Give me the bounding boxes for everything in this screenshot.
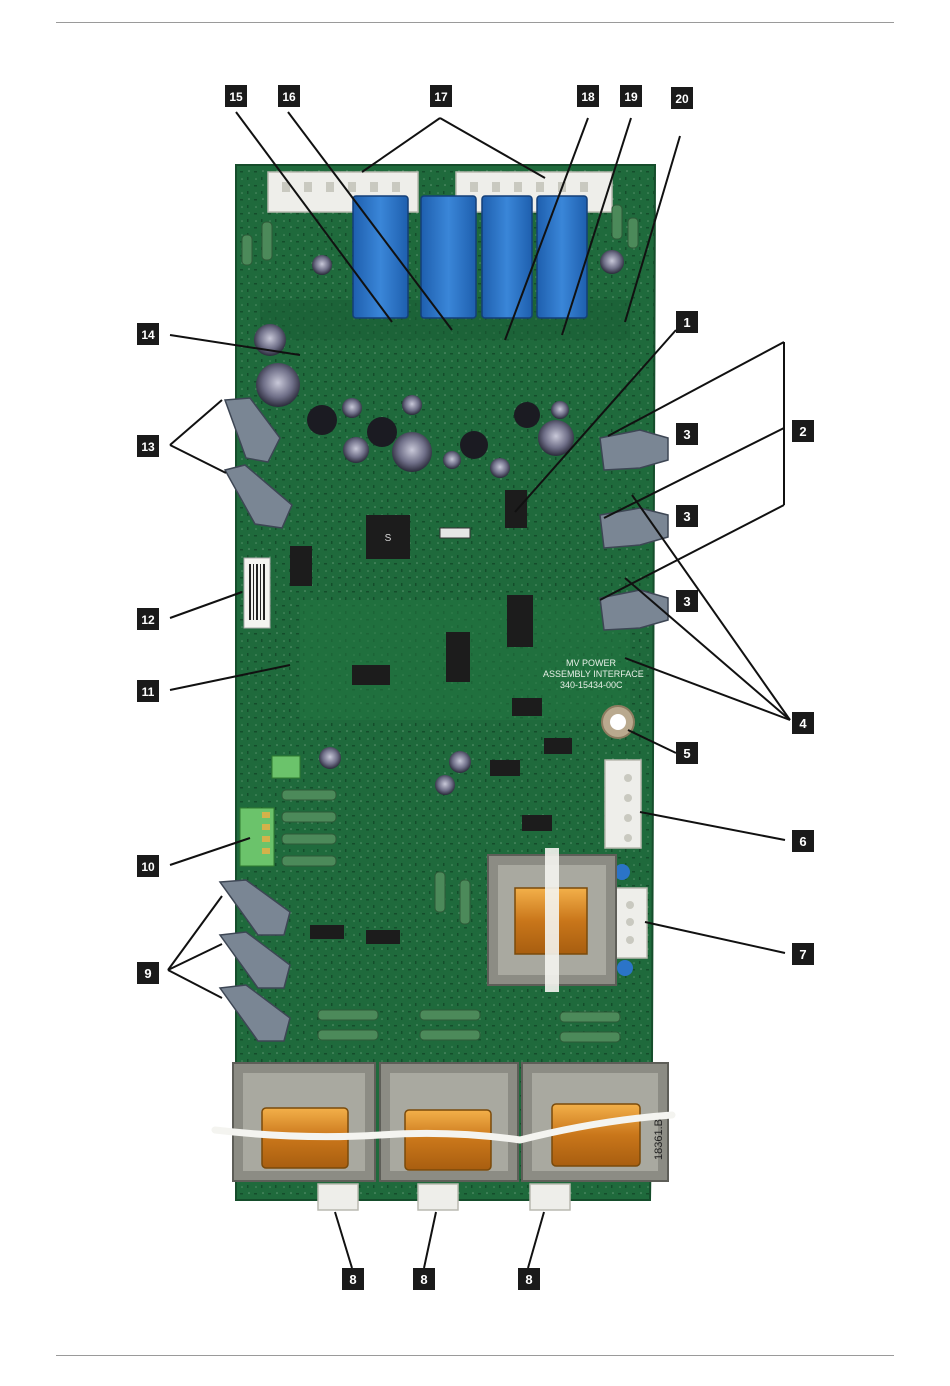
callout-8c: 8	[518, 1268, 540, 1290]
callout-8b: 8	[413, 1268, 435, 1290]
svg-text:19: 19	[624, 90, 638, 104]
callout-17: 17	[430, 85, 452, 107]
svg-text:2: 2	[799, 424, 806, 439]
svg-text:1: 1	[683, 315, 690, 330]
bottom-connectors	[318, 1184, 570, 1210]
callout-5: 5	[676, 742, 698, 764]
callout-7: 7	[792, 943, 814, 965]
main-ic-marking: S	[385, 533, 392, 544]
callout-18: 18	[577, 85, 599, 107]
svg-text:20: 20	[675, 92, 689, 106]
callout-4: 4	[792, 712, 814, 734]
board-text-line1: MV POWER	[566, 658, 617, 668]
svg-text:3: 3	[683, 509, 690, 524]
callout-10: 10	[137, 855, 159, 877]
bottom-transformer-2	[380, 1063, 518, 1181]
svg-text:15: 15	[229, 90, 243, 104]
relay-4	[537, 196, 587, 318]
svg-text:12: 12	[141, 613, 155, 627]
mounting-hole-center	[610, 714, 626, 730]
relay-1	[353, 196, 408, 318]
svg-text:8: 8	[420, 1272, 427, 1287]
svg-text:14: 14	[141, 328, 155, 342]
callout-20: 20	[671, 87, 693, 109]
serial-label	[244, 558, 270, 628]
connector-6	[605, 760, 641, 848]
callout-9: 9	[137, 962, 159, 984]
callout-6: 6	[792, 830, 814, 852]
callout-3a: 3	[676, 423, 698, 445]
board-text-line2: ASSEMBLY INTERFACE	[543, 669, 644, 679]
figure-code: 18361.B	[653, 1119, 665, 1160]
svg-text:10: 10	[141, 860, 155, 874]
svg-text:4: 4	[799, 716, 807, 731]
callout-13: 13	[137, 435, 159, 457]
svg-text:3: 3	[683, 427, 690, 442]
relay-3	[482, 196, 532, 318]
svg-text:5: 5	[683, 746, 690, 761]
svg-text:6: 6	[799, 834, 806, 849]
svg-text:7: 7	[799, 947, 806, 962]
header-left	[290, 546, 312, 586]
callout-3b: 3	[676, 505, 698, 527]
svg-text:8: 8	[349, 1272, 356, 1287]
header-pins	[446, 632, 470, 682]
callout-3c: 3	[676, 590, 698, 612]
blue-cap-2	[617, 960, 633, 976]
svg-text:17: 17	[434, 90, 448, 104]
svg-text:18: 18	[581, 90, 595, 104]
callout-14: 14	[137, 323, 159, 345]
callout-15: 15	[225, 85, 247, 107]
callout-12: 12	[137, 608, 159, 630]
bottom-transformer-1	[233, 1063, 375, 1181]
callout-11: 11	[137, 680, 159, 702]
board-text-line3: 340-15434-00C	[560, 680, 623, 690]
center-transformer	[488, 848, 616, 992]
svg-text:3: 3	[683, 594, 690, 609]
svg-text:16: 16	[282, 90, 296, 104]
callout-8a: 8	[342, 1268, 364, 1290]
ic-soic-1	[507, 595, 533, 647]
svg-text:9: 9	[144, 966, 151, 981]
connector-7	[615, 888, 647, 958]
top-connector-right	[456, 172, 612, 212]
callout-1: 1	[676, 311, 698, 333]
ic-1	[505, 490, 527, 528]
callout-2: 2	[792, 420, 814, 442]
svg-text:8: 8	[525, 1272, 532, 1287]
svg-text:11: 11	[142, 685, 155, 699]
svg-text:13: 13	[141, 440, 155, 454]
callout-16: 16	[278, 85, 300, 107]
callout-19: 19	[620, 85, 642, 107]
